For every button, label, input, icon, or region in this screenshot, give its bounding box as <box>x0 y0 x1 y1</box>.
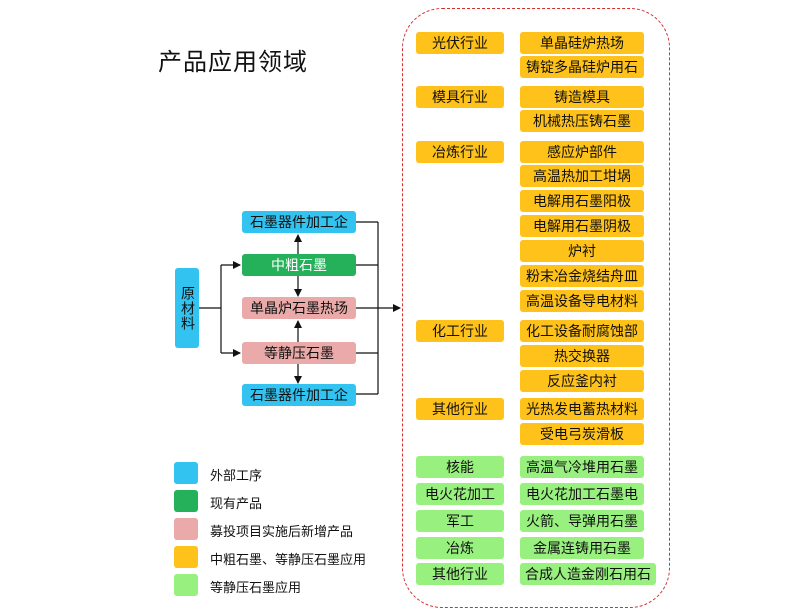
industry-label: 化工行业 <box>416 320 504 342</box>
page-title: 产品应用领域 <box>158 48 308 76</box>
application-item: 高温气冷堆用石墨 <box>520 456 644 478</box>
application-item: 炉衬 <box>520 240 644 262</box>
application-item: 铸锭多晶硅炉用石 <box>520 56 644 78</box>
industry-label: 电火花加工 <box>416 483 504 505</box>
applications-frame <box>402 8 670 608</box>
application-item: 高温设备导电材料 <box>520 290 644 312</box>
application-item: 合成人造金刚石用石 <box>520 563 656 585</box>
application-item: 反应釜内衬 <box>520 370 644 392</box>
application-item: 机械热压铸石墨 <box>520 110 644 132</box>
legend-label: 现有产品 <box>210 497 263 512</box>
application-item: 热交换器 <box>520 345 644 367</box>
application-item: 光热发电蓄热材料 <box>520 398 644 420</box>
application-item: 火箭、导弹用石墨 <box>520 510 644 532</box>
industry-label: 模具行业 <box>416 86 504 108</box>
application-item: 金属连铸用石墨 <box>520 537 644 559</box>
legend-swatch-existing <box>174 490 198 512</box>
application-item: 电火花加工石墨电 <box>520 483 644 505</box>
industry-label: 军工 <box>416 510 504 532</box>
industry-label: 冶炼行业 <box>416 141 504 163</box>
raw-material-box: 原材料 <box>175 268 199 348</box>
industry-label: 核能 <box>416 456 504 478</box>
application-item: 受电弓炭滑板 <box>520 423 644 445</box>
industry-label: 其他行业 <box>416 563 504 585</box>
legend-swatch-new <box>174 518 198 540</box>
legend-swatch-external <box>174 462 198 484</box>
legend-label: 等静压石墨应用 <box>210 581 302 596</box>
legend-swatch-isostatic <box>174 574 198 596</box>
industry-label: 其他行业 <box>416 398 504 420</box>
application-item: 高温热加工坩埚 <box>520 165 644 187</box>
application-item: 感应炉部件 <box>520 141 644 163</box>
legend-swatch-coarse-isostatic <box>174 546 198 568</box>
application-item: 化工设备耐腐蚀部 <box>520 320 644 342</box>
coarse-graphite-box: 中粗石墨 <box>242 254 356 276</box>
application-item: 电解用石墨阳极 <box>520 190 644 212</box>
legend-label: 募投项目实施后新增产品 <box>210 525 354 540</box>
application-item: 电解用石墨阴极 <box>520 215 644 237</box>
application-item: 粉末冶金烧结舟皿 <box>520 265 644 287</box>
legend-label: 外部工序 <box>210 469 263 484</box>
graphite-processor-top: 石墨器件加工企 <box>242 211 356 233</box>
industry-label: 光伏行业 <box>416 32 504 54</box>
isostatic-graphite-box: 等静压石墨 <box>242 342 356 364</box>
legend-label: 中粗石墨、等静压石墨应用 <box>210 553 367 568</box>
monocrystal-thermal-field-box: 单晶炉石墨热场 <box>242 297 356 319</box>
application-item: 铸造模具 <box>520 86 644 108</box>
graphite-processor-bottom: 石墨器件加工企 <box>242 384 356 406</box>
application-item: 单晶硅炉热场 <box>520 32 644 54</box>
industry-label: 冶炼 <box>416 537 504 559</box>
